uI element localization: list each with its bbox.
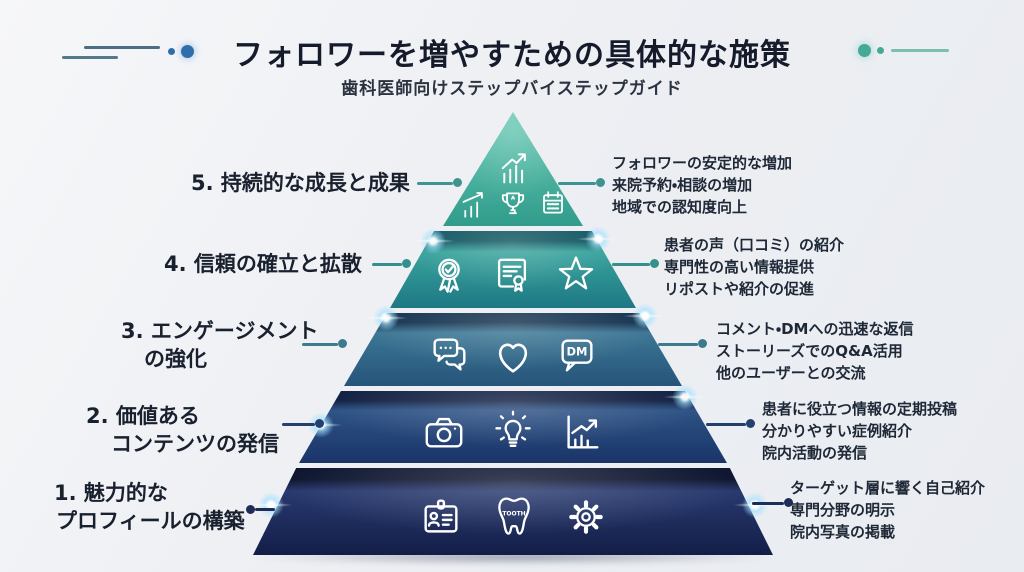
level-3-icons: DM [344, 313, 682, 386]
tooth-icon-label: TOOTH [502, 510, 525, 517]
page-subtitle: 歯科医師向けステップバイステップガイド [341, 79, 683, 99]
level-4-right-connector-line [612, 263, 650, 266]
level-1-right-connector-line [752, 502, 784, 505]
point-item: 院内写真の掲載 [790, 523, 896, 541]
level-3-right-connector-line [658, 343, 698, 346]
point-item: 患者の声（口コミ）の紹介 [664, 236, 845, 254]
level-4-icons [390, 231, 636, 308]
level-4-left-connector-dot [402, 259, 411, 268]
pyramid-level-2 [299, 391, 727, 463]
level-2-right-connector-line [706, 423, 746, 426]
level-2-right-connector-dot [746, 419, 755, 428]
level-1-right-connector-dot [784, 498, 793, 507]
level-5-left-connector-dot [453, 178, 462, 187]
certificate-icon [497, 258, 527, 292]
level-5-label: 5. 持続的な成長と成果 [191, 169, 410, 197]
level-1-points: ターゲット層に響く自己紹介 専門分野の明示 院内写真の掲載 [790, 477, 985, 543]
point-item: 来院予約・相談の増加 [612, 176, 753, 194]
tooth-icon: TOOTH [498, 496, 530, 535]
point-item: ストーリーズでのQ&A活用 [716, 342, 903, 360]
heart-icon [499, 342, 527, 373]
level-5-right-connector-line [558, 182, 596, 185]
award-ribbon-icon [438, 258, 460, 293]
level-3-label: 3. エンゲージメント の強化 [121, 317, 318, 373]
pyramid-level-4 [390, 231, 636, 308]
level-1-label-text: 1. 魅力的な [54, 481, 168, 505]
level-5-right-connector-dot [596, 178, 605, 187]
level-2-label-text-2: コンテンツの発信 [111, 432, 279, 456]
level-3-points: コメント・DMへの迅速な返信 ストーリーズでのQ&A活用 他のユーザーとの交流 [716, 318, 913, 384]
pyramid-level-1: TOOTH [253, 468, 773, 555]
point-item: フォロワーの安定的な増加 [612, 154, 793, 172]
level-3-label-text: 3. エンゲージメント [121, 319, 319, 343]
point-item: コメント・DMへの迅速な返信 [716, 320, 914, 338]
point-item: 分かりやすい症例紹介 [762, 422, 913, 440]
level-4-points: 患者の声（口コミ）の紹介 専門性の高い情報提供 リポストや紹介の促進 [664, 234, 844, 300]
level-1-left-connector-dot [246, 505, 255, 514]
camera-icon [425, 417, 463, 448]
point-item: 院内活動の発信 [762, 444, 868, 462]
growth-chart-arrow-icon [501, 153, 526, 184]
level-2-label: 2. 価値ある コンテンツの発信 [86, 402, 279, 458]
id-card-icon [424, 499, 458, 533]
level-4-label-text: 4. 信頼の確立と拡散 [164, 252, 362, 276]
left-deco-dot-small [168, 48, 175, 55]
level-2-left-connector-dot [315, 419, 324, 428]
level-5-label-text: 5. 持続的な成長と成果 [191, 171, 410, 195]
level-3-right-connector-dot [698, 339, 707, 348]
dm-bubble-icon: DM [561, 338, 593, 371]
bar-chart-arrow-icon [462, 192, 483, 218]
level-3-label-text-2: の強化 [144, 347, 207, 371]
level-5-icons [443, 112, 583, 226]
chat-bubbles-icon [433, 338, 466, 371]
point-item: 患者に役立つ情報の定期投稿 [762, 400, 958, 418]
trophy-icon [501, 192, 525, 215]
right-deco-dot-large [858, 44, 871, 57]
point-item: リポストや紹介の促進 [664, 280, 815, 298]
lightbulb-icon [495, 410, 531, 447]
level-5-left-connector-line [417, 182, 453, 185]
level-1-left-connector-line [255, 508, 275, 511]
level-2-left-connector-line [282, 423, 315, 426]
level-1-label: 1. 魅力的な プロフィールの構築 [54, 479, 245, 535]
level-1-label-text-2: プロフィールの構築 [56, 509, 245, 533]
calendar-icon [543, 191, 563, 214]
point-item: 他のユーザーとの交流 [716, 364, 866, 382]
pyramid-level-3: DM [344, 313, 682, 386]
level-2-points: 患者に役立つ情報の定期投稿 分かりやすい症例紹介 院内活動の発信 [762, 398, 957, 464]
dm-icon-label: DM [567, 344, 588, 358]
level-2-label-text: 2. 価値ある [86, 404, 200, 428]
level-4-right-connector-dot [650, 259, 659, 268]
star-icon [558, 255, 594, 289]
point-item: 専門分野の明示 [790, 501, 896, 519]
level-2-icons [299, 391, 727, 463]
pyramid-level-5 [443, 112, 583, 226]
left-deco-line-top [84, 46, 160, 49]
level-4-left-connector-line [372, 263, 402, 266]
point-item: 地域での認知度向上 [612, 198, 748, 216]
page-title: フォロワーを増やすための具体的な施策 [233, 38, 791, 73]
level-1-icons: TOOTH [253, 468, 773, 555]
point-item: ターゲット層に響く自己紹介 [790, 479, 986, 497]
chart-growth-frame-icon [567, 415, 599, 449]
left-deco-line-bottom [62, 56, 118, 59]
level-3-left-connector-line [302, 343, 338, 346]
level-4-label: 4. 信頼の確立と拡散 [164, 250, 362, 278]
level-5-points: フォロワーの安定的な増加 来院予約・相談の増加 地域での認知度向上 [612, 152, 792, 218]
gear-icon [569, 499, 603, 534]
point-item: 専門性の高い情報提供 [664, 258, 815, 276]
level-3-left-connector-dot [338, 339, 347, 348]
right-deco-dot-small [877, 47, 884, 54]
left-deco-dot-large [181, 45, 194, 58]
right-deco-line [891, 49, 949, 52]
